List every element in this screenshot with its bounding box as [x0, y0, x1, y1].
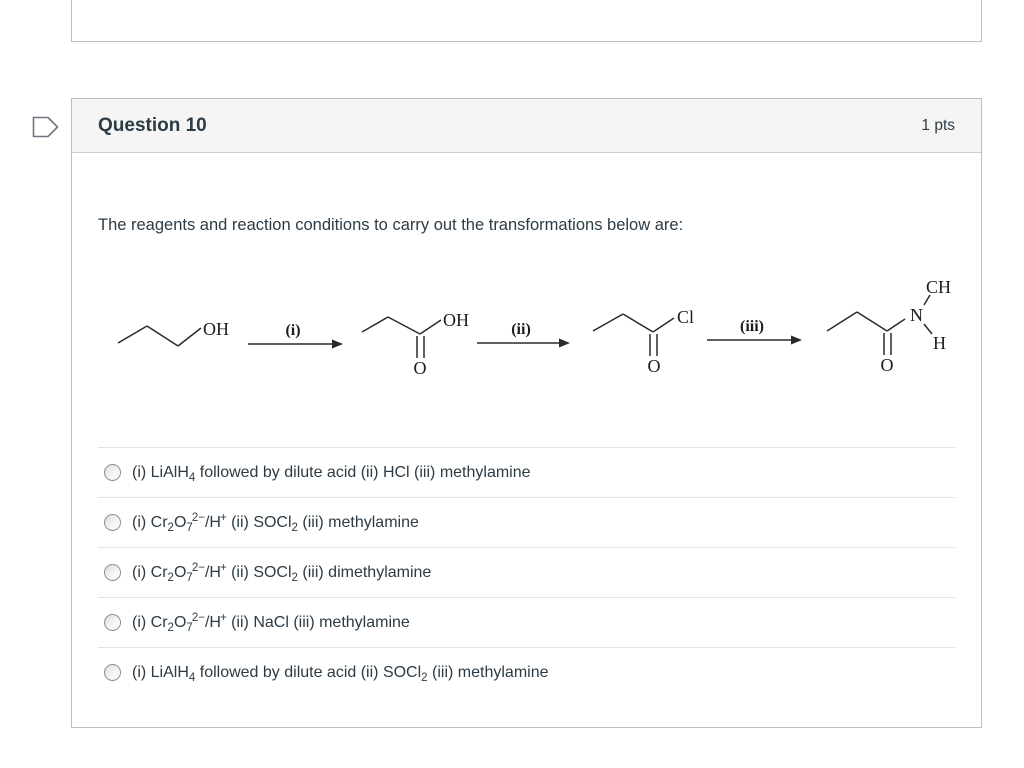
- question-title: Question 10: [98, 114, 207, 136]
- option-text-segment: 2: [167, 521, 174, 534]
- question-header: Question 10 1 pts: [72, 99, 981, 153]
- answer-option[interactable]: (i) Cr2O72−/H+ (ii) SOCl2 (iii) dimethyl…: [98, 547, 955, 597]
- atom-label: H: [933, 333, 946, 353]
- option-text-segment: O: [173, 563, 187, 581]
- option-text-segment: +: [219, 511, 227, 524]
- option-text-segment: (i) Cr: [132, 613, 168, 631]
- atom-label: Cl: [677, 307, 694, 327]
- option-text-segment: 2−: [191, 561, 205, 574]
- option-text-segment: 4: [188, 471, 196, 484]
- option-text-segment: (ii) SOCl: [226, 513, 292, 531]
- answer-option[interactable]: (i) Cr2O72−/H+ (ii) SOCl2 (iii) methylam…: [98, 497, 955, 547]
- radio-button[interactable]: [104, 664, 121, 681]
- answer-option[interactable]: (i) LiAlH4 followed by dilute acid (ii) …: [98, 647, 955, 697]
- option-text-segment: (i) LiAlH: [132, 663, 189, 681]
- option-text-segment: 2−: [191, 511, 205, 524]
- answer-option-label: (i) Cr2O72−/H+ (ii) NaCl (iii) methylami…: [132, 611, 410, 634]
- answer-option-label: (i) LiAlH4 followed by dilute acid (ii) …: [132, 663, 549, 684]
- radio-button[interactable]: [104, 464, 121, 481]
- option-text-segment: followed by dilute acid (ii) HCl (iii) m…: [195, 463, 531, 481]
- answer-option-label: (i) Cr2O72−/H+ (ii) SOCl2 (iii) dimethyl…: [132, 561, 432, 584]
- option-text-segment: /H: [204, 613, 221, 631]
- option-text-segment: (ii) NaCl (iii) methylamine: [226, 613, 410, 631]
- option-text-segment: 2−: [191, 611, 205, 624]
- atom-label: CH: [926, 277, 951, 297]
- flag-question-icon[interactable]: [32, 116, 60, 138]
- option-text-segment: 2: [167, 621, 174, 634]
- answer-option[interactable]: (i) Cr2O72−/H+ (ii) NaCl (iii) methylami…: [98, 597, 955, 647]
- option-text-segment: 4: [188, 671, 196, 684]
- option-text-segment: followed by dilute acid (ii) SOCl: [195, 663, 422, 681]
- question-body: The reagents and reaction conditions to …: [72, 153, 981, 697]
- option-text-segment: 2: [421, 671, 428, 684]
- option-text-segment: (i) Cr: [132, 563, 168, 581]
- atom-label: O: [648, 356, 661, 376]
- option-text-segment: 7: [186, 521, 193, 534]
- option-text-segment: (iii) methylamine: [297, 513, 419, 531]
- option-text-segment: (i) LiAlH: [132, 463, 189, 481]
- option-text-segment: /H: [204, 563, 221, 581]
- option-text-segment: 2: [167, 571, 174, 584]
- arrow-step-label: (ii): [511, 321, 531, 338]
- answer-option-label: (i) LiAlH4 followed by dilute acid (ii) …: [132, 463, 531, 484]
- radio-button[interactable]: [104, 514, 121, 531]
- option-text-segment: +: [219, 611, 227, 624]
- atom-label: O: [414, 358, 427, 378]
- reaction-scheme: OH OH O ClO NCH H O (i) (ii) (iii): [117, 277, 951, 378]
- option-text-segment: 2: [291, 521, 298, 534]
- atom-label: OH: [443, 310, 469, 330]
- option-text-segment: 2: [291, 571, 298, 584]
- answers-list: (i) LiAlH4 followed by dilute acid (ii) …: [98, 447, 955, 697]
- answer-option[interactable]: (i) LiAlH4 followed by dilute acid (ii) …: [98, 447, 955, 497]
- option-text-segment: (iii) methylamine: [427, 663, 549, 681]
- option-text-segment: +: [219, 561, 227, 574]
- answer-option-label: (i) Cr2O72−/H+ (ii) SOCl2 (iii) methylam…: [132, 511, 419, 534]
- previous-question-box: [71, 0, 982, 42]
- arrow-step-label: (i): [285, 322, 300, 339]
- arrow-step-label: (iii): [740, 318, 764, 335]
- radio-button[interactable]: [104, 614, 121, 631]
- atom-label: N: [910, 305, 923, 325]
- question-points: 1 pts: [921, 116, 955, 134]
- atom-label: OH: [203, 319, 229, 339]
- option-text-segment: 7: [186, 571, 193, 584]
- option-text-segment: O: [173, 613, 187, 631]
- question-card: Question 10 1 pts The reagents and react…: [71, 98, 982, 728]
- option-text-segment: O: [173, 513, 187, 531]
- option-text-segment: 7: [186, 621, 193, 634]
- option-text-segment: /H: [204, 513, 221, 531]
- radio-button[interactable]: [104, 564, 121, 581]
- atom-label: O: [881, 355, 894, 375]
- option-text-segment: (iii) dimethylamine: [297, 563, 432, 581]
- question-prompt: The reagents and reaction conditions to …: [98, 216, 684, 234]
- option-text-segment: (i) Cr: [132, 513, 168, 531]
- option-text-segment: (ii) SOCl: [226, 563, 292, 581]
